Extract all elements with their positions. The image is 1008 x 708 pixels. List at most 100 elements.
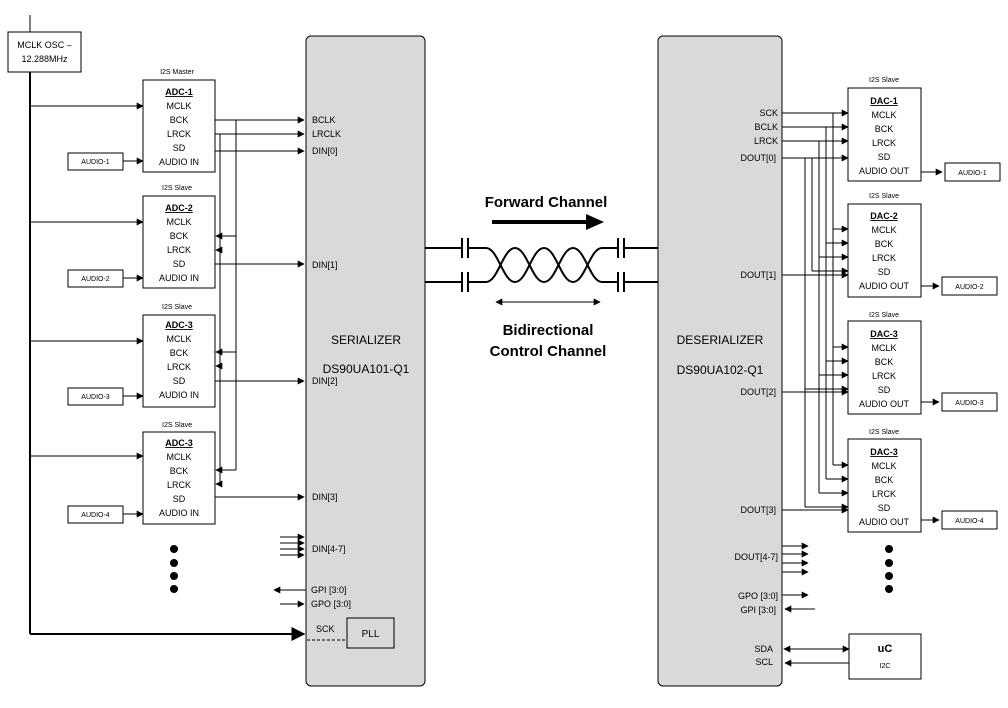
dac-role-label: I2S Slave bbox=[869, 77, 899, 84]
dac-pin-sd: SD bbox=[878, 267, 891, 277]
dac-block-2: I2S Slave DAC-2 MCLK BCK LRCK SD AUDIO O… bbox=[847, 193, 998, 298]
dac-pin-bck: BCK bbox=[875, 239, 894, 249]
ser-pin-gpi: GPI [3:0] bbox=[311, 585, 347, 595]
des-pin-gpi: GPI [3:0] bbox=[740, 605, 776, 615]
dac-pin-lrck: LRCK bbox=[872, 489, 896, 499]
audio-input-label: AUDIO-4 bbox=[81, 512, 110, 519]
ser-pin-din3: DIN[3] bbox=[312, 492, 338, 502]
deserializer-title: DESERIALIZER bbox=[677, 333, 764, 347]
adc-pin-sd: SD bbox=[173, 376, 186, 386]
dac-pin-sd: SD bbox=[878, 503, 891, 513]
adc-pin-audio-in: AUDIO IN bbox=[159, 273, 199, 283]
des-pin-bclk: BCLK bbox=[754, 122, 778, 132]
adc-pin-bck: BCK bbox=[170, 466, 189, 476]
dac-pin-lrck: LRCK bbox=[872, 371, 896, 381]
adc-name: ADC-2 bbox=[165, 203, 193, 213]
ser-pin-gpo: GPO [3:0] bbox=[311, 599, 351, 609]
serializer-title: SERIALIZER bbox=[331, 333, 401, 347]
adc-pin-sd: SD bbox=[173, 259, 186, 269]
adc-pin-lrck: LRCK bbox=[167, 129, 191, 139]
dac-pin-lrck: LRCK bbox=[872, 138, 896, 148]
dac-pin-mclk: MCLK bbox=[871, 225, 896, 235]
dac-pin-lrck: LRCK bbox=[872, 253, 896, 263]
audio-output-label: AUDIO-3 bbox=[955, 400, 984, 407]
ser-pin-din1: DIN[1] bbox=[312, 260, 338, 270]
adc-pin-audio-in: AUDIO IN bbox=[159, 157, 199, 167]
uc-interface-label: I2C bbox=[880, 663, 891, 670]
dac-pin-mclk: MCLK bbox=[871, 343, 896, 353]
deserializer-part-number: DS90UA102-Q1 bbox=[677, 363, 764, 377]
control-channel-label-line1: Bidirectional bbox=[503, 322, 594, 339]
adc-block-4: I2S Slave ADC-3 MCLK BCK LRCK SD AUDIO I… bbox=[67, 422, 216, 525]
dac-pin-sd: SD bbox=[878, 152, 891, 162]
des-pin-dout1: DOUT[1] bbox=[740, 270, 776, 280]
more-dacs-ellipsis bbox=[885, 545, 893, 593]
audio-input-label: AUDIO-1 bbox=[81, 159, 110, 166]
adc-role-label: I2S Slave bbox=[162, 304, 192, 311]
adc-name: ADC-1 bbox=[165, 87, 193, 97]
dac-pin-audio-out: AUDIO OUT bbox=[859, 166, 910, 176]
audio-output-label: AUDIO-4 bbox=[955, 518, 984, 525]
serializer-part-number: DS90UA101-Q1 bbox=[323, 362, 410, 376]
dac-role-label: I2S Slave bbox=[869, 312, 899, 319]
dac-clock-wiring bbox=[782, 109, 850, 667]
adc-pin-mclk: MCLK bbox=[166, 101, 191, 111]
ser-pin-din0: DIN[0] bbox=[312, 146, 338, 156]
mclk-bus bbox=[29, 72, 306, 641]
dac-block-1: I2S Slave DAC-1 MCLK BCK LRCK SD AUDIO O… bbox=[847, 77, 1001, 182]
des-pin-gpo: GPO [3:0] bbox=[738, 591, 778, 601]
adc-role-label: I2S Master bbox=[160, 69, 195, 76]
adc-pin-bck: BCK bbox=[170, 231, 189, 241]
dac-role-label: I2S Slave bbox=[869, 193, 899, 200]
des-pin-dout0: DOUT[0] bbox=[740, 153, 776, 163]
mclk-oscillator: MCLK OSC – 12.288MHz bbox=[7, 15, 82, 73]
adc-pin-lrck: LRCK bbox=[167, 245, 191, 255]
des-pin-sck: SCK bbox=[759, 108, 778, 118]
adc-pin-audio-in: AUDIO IN bbox=[159, 390, 199, 400]
des-pin-dout3: DOUT[3] bbox=[740, 505, 776, 515]
audio-output-label: AUDIO-1 bbox=[958, 170, 987, 177]
dac-name: DAC-3 bbox=[870, 447, 898, 457]
more-adcs-ellipsis bbox=[170, 545, 178, 593]
adc-block-3: I2S Slave ADC-3 MCLK BCK LRCK SD AUDIO I… bbox=[67, 304, 216, 408]
deserializer-block: DESERIALIZER DS90UA102-Q1 SCK BCLK LRCK … bbox=[657, 35, 783, 687]
dac-role-label: I2S Slave bbox=[869, 429, 899, 436]
dac-name: DAC-2 bbox=[870, 211, 898, 221]
dac-pin-audio-out: AUDIO OUT bbox=[859, 281, 910, 291]
dac-pin-audio-out: AUDIO OUT bbox=[859, 517, 910, 527]
ser-pin-din4-7: DIN[4-7] bbox=[312, 544, 346, 554]
adc-pin-mclk: MCLK bbox=[166, 217, 191, 227]
adc-pin-mclk: MCLK bbox=[166, 452, 191, 462]
dac-pin-sd: SD bbox=[878, 385, 891, 395]
adc-pin-mclk: MCLK bbox=[166, 334, 191, 344]
serializer-block: SERIALIZER DS90UA101-Q1 BCLK LRCLK DIN[0… bbox=[305, 35, 426, 687]
audio-input-label: AUDIO-2 bbox=[81, 276, 110, 283]
dac-pin-bck: BCK bbox=[875, 475, 894, 485]
dac-pin-bck: BCK bbox=[875, 357, 894, 367]
adc-block-1: I2S Master ADC-1 MCLK BCK LRCK SD AUDIO … bbox=[67, 69, 216, 173]
des-pin-dout2: DOUT[2] bbox=[740, 387, 776, 397]
adc-pin-bck: BCK bbox=[170, 115, 189, 125]
adc-role-label: I2S Slave bbox=[162, 185, 192, 192]
adc-pin-bck: BCK bbox=[170, 348, 189, 358]
des-pin-sda: SDA bbox=[754, 644, 773, 654]
dac-name: DAC-1 bbox=[870, 96, 898, 106]
control-channel-label-line2: Control Channel bbox=[490, 343, 607, 360]
adc-pin-sd: SD bbox=[173, 494, 186, 504]
uc-label: uC bbox=[878, 643, 893, 655]
des-pin-dout4-7: DOUT[4-7] bbox=[734, 552, 778, 562]
audio-input-label: AUDIO-3 bbox=[81, 394, 110, 401]
des-pin-lrck: LRCK bbox=[754, 136, 778, 146]
mclk-osc-frequency: 12.288MHz bbox=[21, 54, 68, 64]
dac-pin-bck: BCK bbox=[875, 124, 894, 134]
forward-channel-label: Forward Channel bbox=[485, 194, 608, 211]
adc-block-2: I2S Slave ADC-2 MCLK BCK LRCK SD AUDIO I… bbox=[67, 185, 216, 289]
ser-pin-din2: DIN[2] bbox=[312, 376, 338, 386]
adc-name: ADC-3 bbox=[165, 438, 193, 448]
dac-name: DAC-3 bbox=[870, 329, 898, 339]
adc-clock-wiring bbox=[215, 116, 306, 608]
dac-pin-audio-out: AUDIO OUT bbox=[859, 399, 910, 409]
adc-role-label: I2S Slave bbox=[162, 422, 192, 429]
mclk-osc-label: MCLK OSC – bbox=[17, 40, 72, 50]
